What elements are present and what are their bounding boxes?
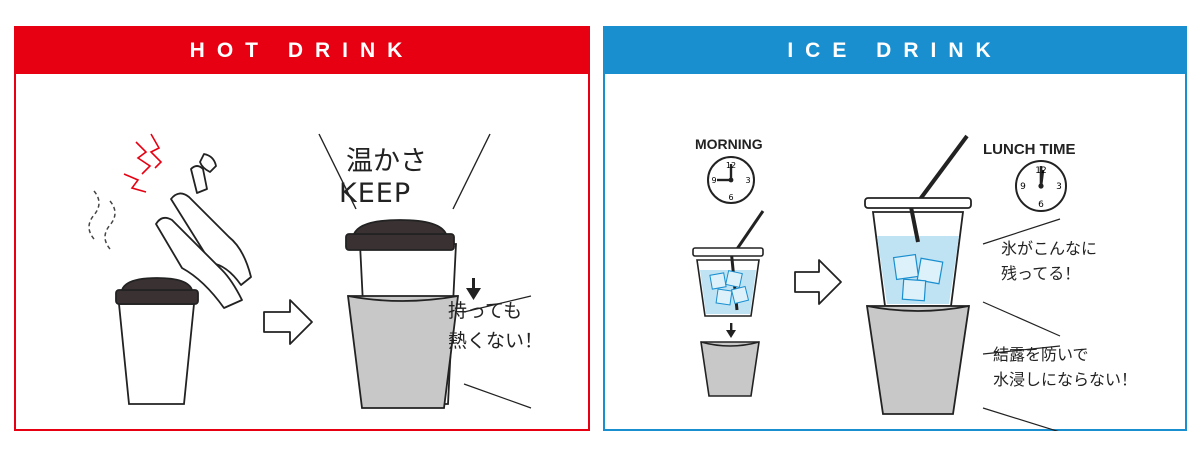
condensation-note: 結露を防いで 水浸しにならない！: [993, 342, 1137, 392]
ice-drink-panel: ICE DRINK 12 3 6 9: [603, 26, 1187, 431]
not-hot-note-line-2: 熱くない！: [448, 330, 544, 352]
morning-clock-3: 3: [745, 176, 750, 185]
hot-drink-drawing: [88, 133, 532, 409]
ice-cup-large: [864, 134, 972, 307]
condensation-note-line-2: 水浸しにならない！: [993, 370, 1138, 389]
ice-remaining-note-line-2: 残ってる！: [1001, 264, 1081, 283]
sleeve-small: [700, 341, 760, 397]
not-hot-note-line-1: 持っても: [448, 300, 523, 322]
lunch-clock-3: 3: [1056, 182, 1062, 192]
hand-icon: [155, 153, 252, 309]
arrow-down-icon: [466, 278, 481, 300]
ice-drink-drawing: 12 3 6 9: [692, 134, 1067, 431]
ice-cube-icon: [892, 253, 944, 302]
ice-drink-illustration: 12 3 6 9: [605, 74, 1185, 431]
lunch-time-label: LUNCH TIME: [983, 141, 1076, 158]
arrow-right-icon: [794, 259, 842, 305]
hot-cup-small: [115, 277, 199, 405]
lunch-clock-6: 6: [1038, 200, 1044, 210]
ice-cube-icon: [709, 270, 750, 306]
keep-warmth-label: 温かさ: [346, 146, 427, 177]
morning-label: MORNING: [695, 136, 763, 152]
note-lines: [982, 218, 1061, 431]
lunch-clock-9: 9: [1020, 182, 1026, 192]
ice-drink-header: ICE DRINK: [605, 28, 1185, 74]
morning-clock-6: 6: [728, 193, 733, 202]
morning-clock-9: 9: [711, 176, 716, 185]
hot-cup-with-sleeve: [345, 219, 460, 409]
ice-remaining-note: 氷がこんなに 残ってる！: [1001, 236, 1097, 286]
lunch-clock-icon: 12 3 6 9: [1015, 160, 1067, 212]
not-hot-note: 持っても 熱くない！: [448, 296, 543, 356]
arrow-down-icon: [726, 323, 736, 338]
ice-remaining-note-line-1: 氷がこんなに: [1001, 239, 1098, 258]
keep-emphasis-lines: [318, 133, 491, 210]
ice-cup-small: [692, 210, 765, 317]
keep-label: KEEP: [339, 178, 412, 209]
lunch-clock-12: 12: [1035, 166, 1046, 176]
condensation-note-line-1: 結露を防いで: [993, 345, 1089, 364]
hot-drink-header: HOT DRINK: [16, 28, 588, 74]
note-lines: [463, 295, 532, 409]
morning-clock-12: 12: [726, 161, 736, 170]
heat-zigzag-icon: [123, 133, 163, 193]
arrow-right-icon: [263, 299, 313, 345]
hot-drink-panel: HOT DRINK: [14, 26, 590, 431]
hot-drink-illustration: 温かさ KEEP 持っても 熱くない！: [16, 74, 588, 431]
sleeve-large: [865, 305, 971, 415]
morning-clock-icon: 12 3 6 9: [707, 156, 755, 204]
steam-icon: [88, 190, 116, 250]
